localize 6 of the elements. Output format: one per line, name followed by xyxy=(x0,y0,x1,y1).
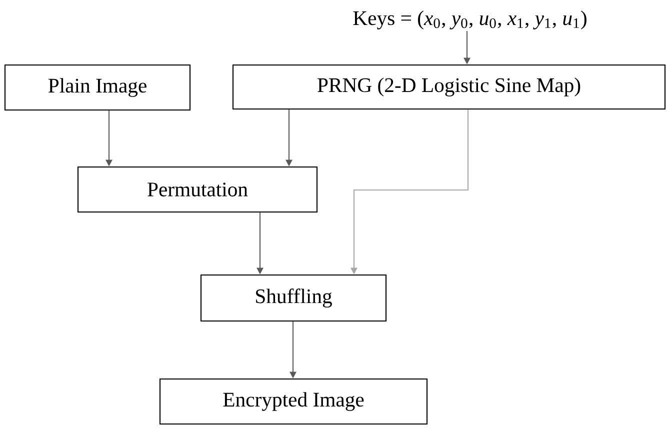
process-box: Permutation xyxy=(77,166,318,213)
process-box: Encrypted Image xyxy=(159,378,428,425)
process-box: Shuffling xyxy=(200,274,387,322)
process-box: Plain Image xyxy=(4,64,191,111)
process-box: PRNG (2-D Logistic Sine Map) xyxy=(232,64,666,110)
key-text: Keys = (x$_{0}$, y$_{0}$, u$_{0}$, x$_{1}$, y$_{1}$, u$_{1}$) xyxy=(353,10,586,30)
